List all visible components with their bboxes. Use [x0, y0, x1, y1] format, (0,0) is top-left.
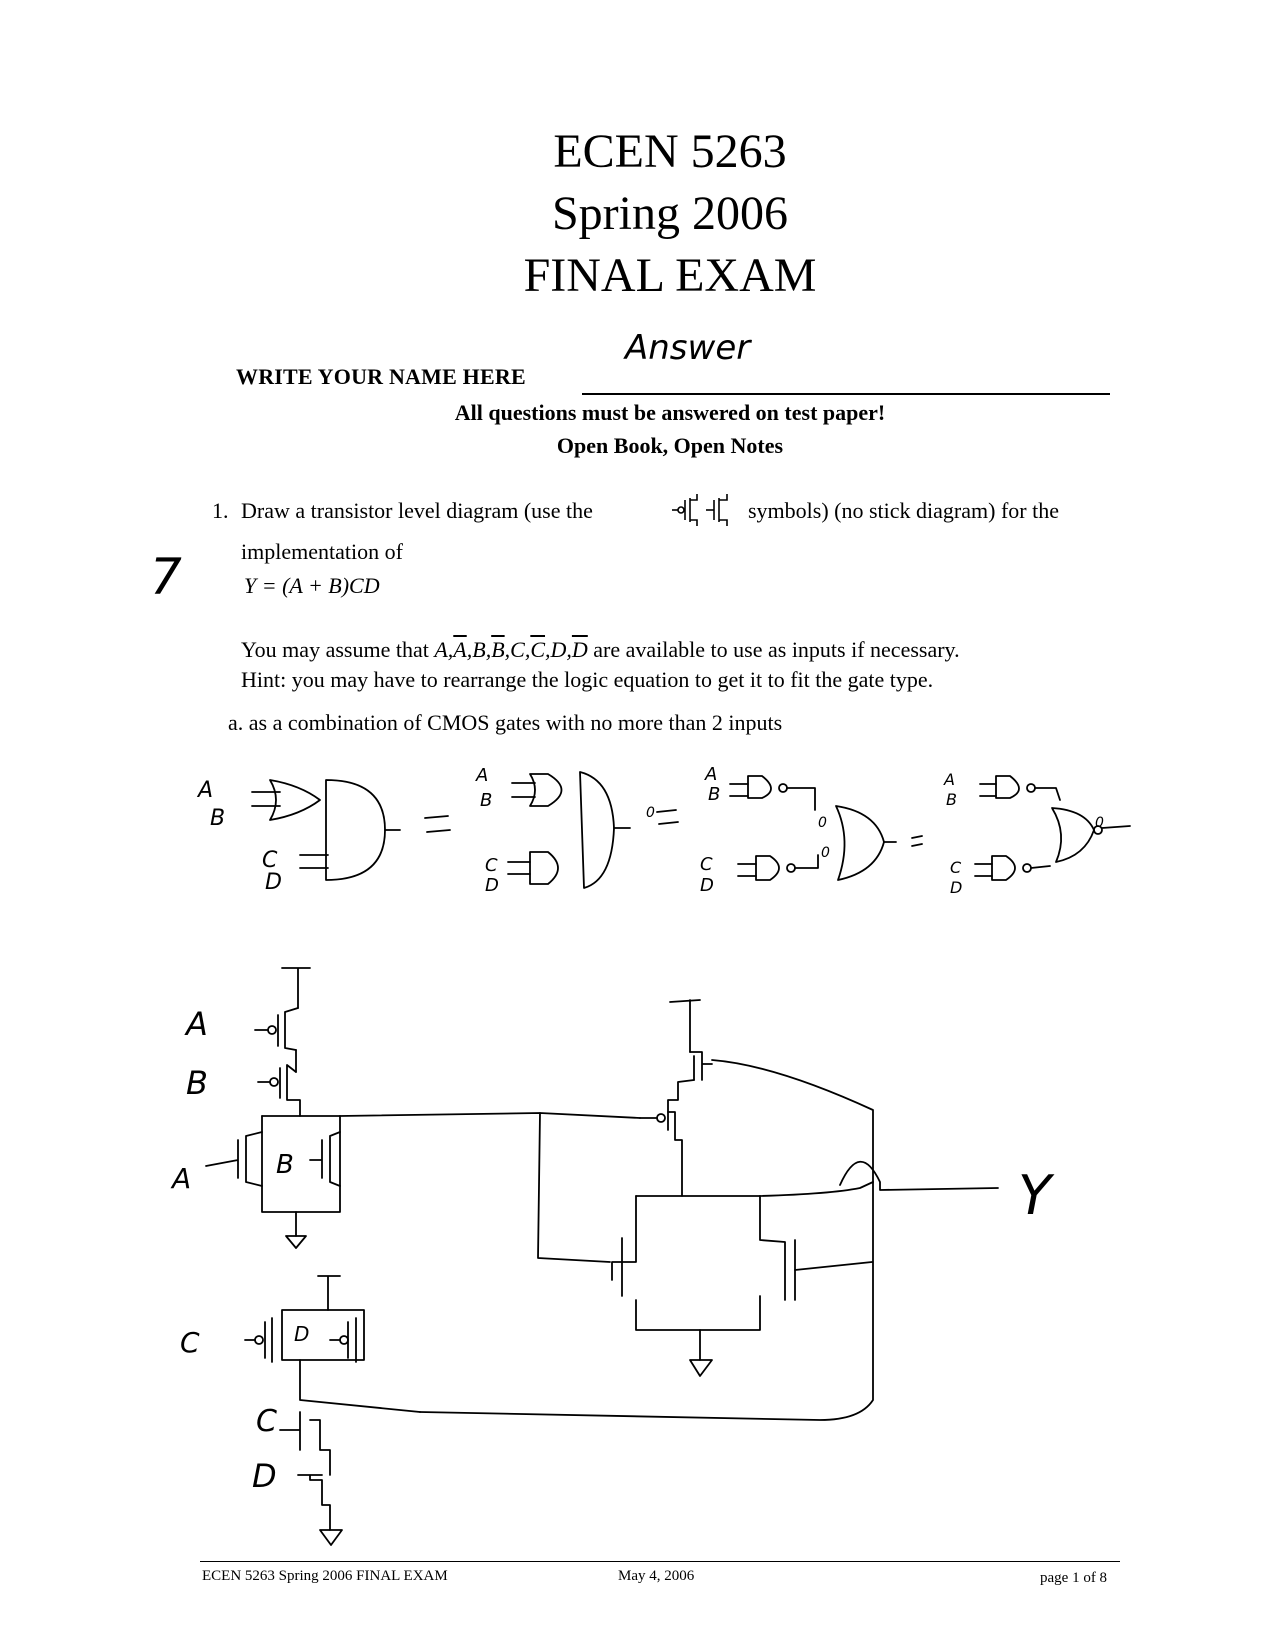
input-complement: A	[453, 637, 467, 662]
name-handwritten: Answer	[625, 328, 751, 368]
input-symbol: ,	[485, 637, 492, 662]
sketch-label-c4: C	[950, 858, 962, 877]
input-symbol: A	[434, 637, 448, 662]
name-label: WRITE YOUR NAME HERE	[236, 364, 526, 389]
schematic-label-nmos-b: B	[276, 1150, 294, 1180]
input-symbol: ,	[504, 637, 511, 662]
assumption-note: You may assume that A,A,B,B,C,C,D,D are …	[241, 637, 960, 663]
sketch-label-c3: C	[700, 854, 713, 875]
question-equation: Y = (A + B)CD	[244, 573, 380, 598]
inputs-list: A,A,B,B,C,C,D,D	[434, 637, 587, 662]
sketch-label-a1: A	[198, 778, 214, 803]
input-symbol: B	[472, 637, 486, 662]
input-symbol: ,	[524, 637, 531, 662]
course-title: ECEN 5263	[553, 125, 787, 178]
term-title: Spring 2006	[551, 187, 788, 240]
assumption-suffix: are available to use as inputs if necess…	[587, 637, 960, 662]
sketch-bubble-mark-2: 0	[818, 815, 827, 831]
exam-title: FINAL EXAM	[523, 249, 817, 302]
sketch-label-c1: C	[262, 848, 278, 873]
sketch-bubble-mark-3: 0	[821, 845, 830, 861]
sketch-label-b3: B	[708, 784, 721, 805]
instruction-answer-on-paper: All questions must be answered on test p…	[454, 400, 886, 425]
footer-divider	[200, 1561, 1120, 1562]
schematic-output-y: Y	[1018, 1164, 1051, 1227]
question-text-start: Draw a transistor level diagram (use the	[241, 498, 593, 523]
score-mark: 7	[150, 548, 182, 606]
input-symbol: C	[510, 637, 525, 662]
sketch-label-a2: A	[476, 765, 489, 786]
instruction-open-book: Open Book, Open Notes	[556, 433, 784, 458]
question-text-end: symbols) (no stick diagram) for the	[748, 498, 1059, 523]
schematic-label-pmos-b: B	[186, 1064, 208, 1102]
input-complement: C	[530, 637, 546, 662]
assumption-prefix: You may assume that	[241, 637, 435, 662]
input-symbol: D	[550, 637, 567, 662]
schematic-label-pmos-d: D	[294, 1322, 310, 1346]
footer-date: May 4, 2006	[618, 1568, 695, 1584]
schematic-label-nmos-d: D	[252, 1457, 277, 1495]
sketch-label-b2: B	[480, 790, 493, 811]
schematic-label-pmos-a: A	[186, 1005, 208, 1043]
part-a-text: a. as a combination of CMOS gates with n…	[228, 710, 783, 735]
hint-note: Hint: you may have to rearrange the logi…	[241, 667, 934, 692]
sketch-bubble-mark-1: 0	[646, 805, 655, 821]
sketch-label-d4: D	[950, 878, 963, 897]
question-number: 1.	[212, 498, 229, 523]
sketch-label-a3: A	[705, 764, 718, 785]
footer-page: page 1 of 8	[1040, 1570, 1108, 1586]
sketch-bubble-mark-4: 0	[1095, 815, 1104, 831]
input-complement: B	[491, 637, 505, 662]
sketch-label-c2: C	[485, 855, 498, 876]
name-field-line	[582, 393, 1110, 395]
sketch-label-d3: D	[700, 875, 714, 896]
schematic-label-nmos-a: A	[172, 1162, 192, 1195]
question-text-line2: implementation of	[241, 539, 403, 564]
schematic-label-pmos-c: C	[180, 1326, 200, 1359]
input-symbol: ,	[466, 637, 473, 662]
sketch-label-b1: B	[210, 806, 226, 831]
input-symbol: ,	[566, 637, 572, 662]
schematic-label-nmos-c: C	[256, 1404, 277, 1439]
sketch-label-d2: D	[485, 875, 499, 896]
footer-course: ECEN 5263 Spring 2006 FINAL EXAM	[202, 1568, 448, 1584]
sketch-label-a4: A	[944, 770, 955, 789]
input-symbol: ,	[545, 637, 551, 662]
input-symbol: ,	[447, 637, 454, 662]
sketch-label-b4: B	[946, 790, 957, 809]
sketch-label-d1: D	[265, 870, 282, 895]
input-complement: D	[571, 637, 588, 662]
